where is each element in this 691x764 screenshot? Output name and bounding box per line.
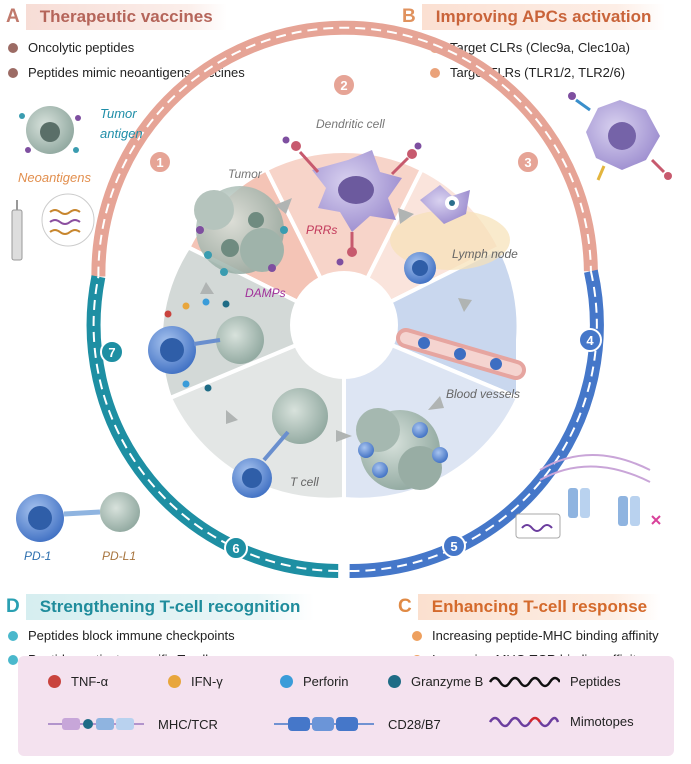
center-circle	[290, 271, 398, 379]
bullet-text: Increasing peptide-MHC binding affinity	[432, 628, 659, 643]
label-prrs: PRRs	[306, 223, 337, 237]
mhc-tcr-binding-icon	[515, 454, 661, 539]
legend-label: Peptides	[570, 674, 621, 689]
bullet-text: Peptides block immune checkpoints	[28, 628, 235, 643]
label-pd1: PD-1	[24, 549, 51, 563]
legend-panel: TNF-α IFN-γ Perforin Granzyme B Peptides…	[18, 656, 674, 756]
legend-label: CD28/B7	[388, 716, 441, 732]
legend-label: MHC/TCR	[158, 716, 218, 732]
section-d-header: D Strengthening T-cell recognition	[6, 594, 315, 620]
section-a-bullet: Oncolytic peptides	[8, 40, 134, 55]
step-number: 6	[232, 541, 239, 556]
tumor-antigen-icon	[19, 106, 81, 154]
arrow-icon	[200, 282, 214, 294]
step-number: 5	[450, 539, 457, 554]
label-neoantigens: Neoantigens	[18, 170, 91, 185]
legend-item-cd28: CD28/B7	[274, 714, 441, 734]
tumor-killing-icon	[356, 408, 448, 490]
section-a-title: Therapeutic vaccines	[25, 4, 227, 30]
apc-activation-icon	[568, 92, 672, 181]
section-c-title: Enhancing T-cell response	[417, 594, 662, 620]
bullet-dot	[412, 630, 422, 641]
step-number: 4	[586, 333, 594, 348]
label-dendritic-cell: Dendritic cell	[316, 117, 385, 131]
label-pdl1: PD-L1	[102, 549, 136, 563]
ifn-dot-icon	[168, 675, 181, 688]
label-damps: DAMPs	[245, 286, 286, 300]
tnf-dot-icon	[48, 675, 61, 688]
step-number: 1	[156, 155, 163, 170]
mimotope-wave-icon	[488, 716, 560, 727]
section-a-letter: A	[6, 6, 20, 27]
legend-item-mhc-tcr: MHC/TCR	[48, 714, 218, 734]
arrow-icon	[226, 410, 238, 424]
peptide-wave-icon	[488, 676, 560, 687]
legend-label: TNF-α	[71, 674, 109, 689]
perforin-dot-icon	[280, 675, 293, 688]
section-c-letter: C	[398, 596, 412, 617]
step-markers: 1 2 3 4 5 6 7	[100, 73, 602, 560]
blood-vessel-icon	[396, 328, 526, 380]
label-blood-vessels: Blood vessels	[446, 387, 520, 401]
legend-item-perforin: Perforin	[280, 674, 349, 689]
tumor-cell-icon	[194, 186, 288, 276]
section-c-header: C Enhancing T-cell response	[398, 594, 662, 620]
label-tumor: Tumor	[228, 167, 263, 181]
arrow-icon	[275, 198, 292, 214]
legend-label: Granzyme B	[411, 674, 484, 689]
section-d-letter: D	[6, 596, 20, 617]
arrow-icon	[336, 430, 352, 442]
mhc-tcr-icon	[48, 718, 144, 730]
arrow-icon	[458, 298, 472, 312]
bullet-dot	[8, 654, 18, 665]
legend-label: Mimotopes	[570, 714, 634, 729]
step-marker-1: 1	[148, 150, 172, 174]
section-b-header: B Improving APCs activation	[402, 4, 666, 30]
step-marker-4: 4	[578, 328, 602, 352]
step-marker-2: 2	[332, 73, 356, 97]
step-number: 3	[524, 155, 531, 170]
bullet-text: Target CLRs (Clec9a, Clec10a)	[450, 40, 630, 55]
step-marker-7: 7	[100, 340, 124, 364]
step-number: 7	[108, 345, 115, 360]
section-d-bullet: Peptides block immune checkpoints	[8, 628, 235, 643]
step-marker-6: 6	[224, 536, 248, 560]
legend-item-tnf: TNF-α	[48, 674, 108, 689]
legend-item-mimotopes: Mimotopes	[488, 714, 634, 729]
step-marker-3: 3	[516, 150, 540, 174]
legend-label: Perforin	[303, 674, 349, 689]
label-lymph-node: Lymph node	[452, 247, 518, 261]
label-tumor-antigen-2: antigen	[100, 126, 143, 141]
t-cell-recognition-icon	[148, 298, 264, 392]
section-a-header: A Therapeutic vaccines	[6, 4, 227, 30]
legend-item-granzyme: Granzyme B	[388, 674, 483, 689]
section-c-bullet: Increasing peptide-MHC binding affinity	[412, 628, 659, 643]
section-b-title: Improving APCs activation	[421, 4, 666, 30]
bullet-dot	[8, 67, 18, 78]
granzyme-dot-icon	[388, 675, 401, 688]
bullet-dot	[430, 67, 440, 78]
step-marker-5: 5	[442, 534, 466, 558]
arrow-icon	[398, 208, 414, 224]
bullet-dot	[8, 630, 18, 641]
immune-cycle-diagram: Tumor DAMPs Dendritic cell PRRs Lymph no…	[11, 20, 672, 579]
bullet-dot	[8, 42, 18, 53]
section-d-title: Strengthening T-cell recognition	[25, 594, 315, 620]
legend-label: IFN-γ	[191, 674, 223, 689]
checkpoint-block-icon	[16, 492, 140, 542]
dendritic-cell-icon	[282, 136, 422, 266]
label-tumor-antigen-1: Tumor	[100, 106, 137, 121]
arrow-icon	[428, 396, 444, 410]
bullet-text: Oncolytic peptides	[28, 40, 135, 55]
label-t-cell: T cell	[290, 475, 319, 489]
t-cell-icon	[232, 388, 328, 498]
step-number: 2	[340, 78, 347, 93]
cd28-b7-icon	[274, 717, 374, 731]
legend-item-peptides: Peptides	[488, 674, 621, 689]
lymph-node-icon	[390, 185, 510, 284]
legend-item-ifn: IFN-γ	[168, 674, 223, 689]
syringe-icon	[11, 193, 95, 261]
section-b-letter: B	[402, 6, 416, 27]
cycle-arrows	[200, 198, 472, 442]
